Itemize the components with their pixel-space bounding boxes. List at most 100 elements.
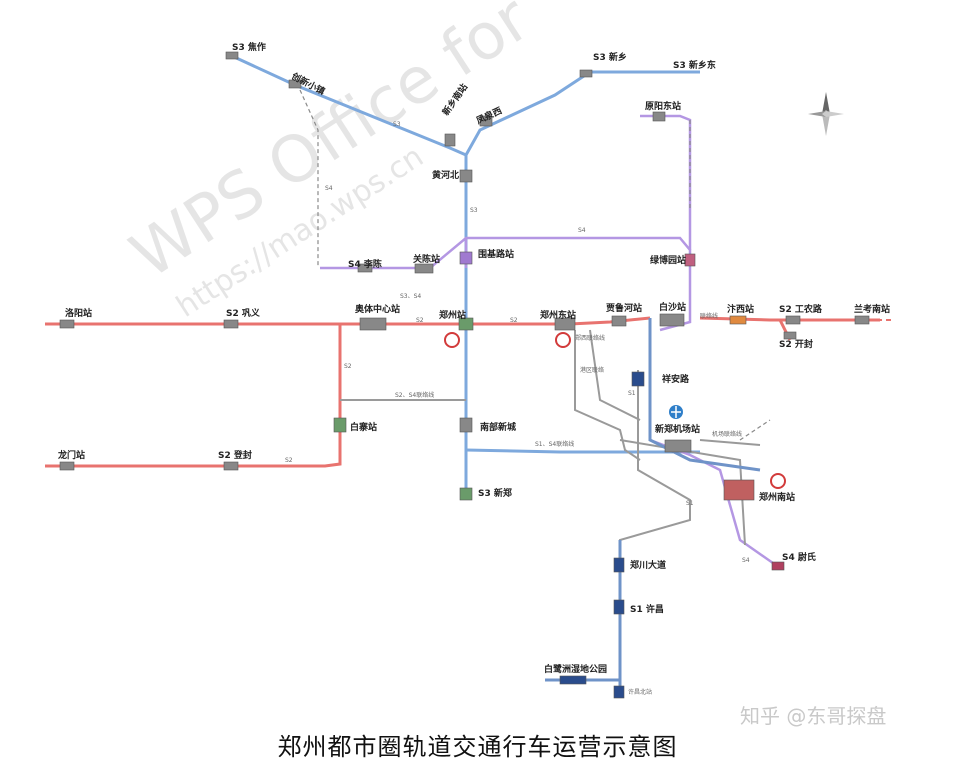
station-marker xyxy=(729,315,747,325)
railway-hub-icons xyxy=(444,332,786,489)
compass-icon xyxy=(808,92,844,136)
note-fanglu: 联络线 xyxy=(700,312,718,320)
station-label-jialuhe: 贾鲁河站 xyxy=(606,302,642,314)
station-marker xyxy=(459,417,473,433)
station-label-gongnong: S2 工农路 xyxy=(779,303,823,315)
station-label-aoti: 奥体中心站 xyxy=(354,303,400,315)
station-label-gongyi: S2 巩义 xyxy=(226,307,261,319)
station-marker xyxy=(459,169,473,183)
station-label-xinxiang: S3 新乡 xyxy=(593,51,627,63)
station-marker xyxy=(459,487,473,501)
note-zhengxi: 郑西联络线 xyxy=(575,334,605,342)
station-marker xyxy=(613,557,625,573)
station-marker xyxy=(783,331,797,340)
station-marker xyxy=(414,263,434,274)
station-label-yuanyangdong: 原阳东站 xyxy=(645,100,681,112)
railway-icon xyxy=(770,473,786,489)
note-s1: S1 xyxy=(628,390,636,397)
line-notes: S3 S4 S3 S4 S3、S4 S2 S2 S2 S2、S4联络线 S1、S… xyxy=(285,121,750,696)
station-marker xyxy=(223,319,239,329)
station-marker xyxy=(59,319,75,329)
station-label-kaifeng: S2 开封 xyxy=(779,338,813,350)
note-gangqu: 港区联络 xyxy=(580,366,604,374)
station-marker xyxy=(684,253,696,267)
station-marker xyxy=(659,313,685,327)
station-label-baihe: 白鹭洲湿地公园 xyxy=(544,663,607,675)
station-label-huanghebei: 黄河北 xyxy=(432,169,459,181)
note-s4: S4 xyxy=(325,185,333,192)
station-label-baisha: 白沙站 xyxy=(659,301,686,313)
station-marker xyxy=(288,79,302,89)
station-label-zhengzhou: 郑州站 xyxy=(439,309,466,321)
station-label-xuchang: S1 许昌 xyxy=(630,603,664,615)
station-label-nanbu: 南部新城 xyxy=(480,421,516,433)
line-s1 xyxy=(545,318,761,690)
station-label-xiangan: 祥安路 xyxy=(662,373,690,385)
note-s2: S2 xyxy=(416,317,424,324)
note-s3: S3 xyxy=(393,121,401,128)
station-label-longmen: 龙门站 xyxy=(57,449,85,461)
station-marker xyxy=(459,251,473,265)
station-label-weiji: 围基路站 xyxy=(478,248,514,260)
station-marker xyxy=(613,599,625,615)
station-marker xyxy=(359,317,387,331)
author-credit: 知乎 @东哥探盘 xyxy=(740,704,887,728)
station-marker xyxy=(611,315,627,327)
station-marker xyxy=(59,461,75,471)
note-s2-vert: S2 xyxy=(344,363,352,370)
note-xuchangbei: 许昌北站 xyxy=(628,688,652,696)
watermark: WPS Office for https://mao.wps.cn xyxy=(118,0,543,325)
station-label-zhengzhoudong: 郑州东站 xyxy=(540,309,576,321)
note-s4-south: S4 xyxy=(742,557,750,564)
station-marker xyxy=(225,51,239,60)
station-label-guanhu: 关陈站 xyxy=(413,253,440,265)
station-marker xyxy=(652,111,666,122)
note-s4-top: S4 xyxy=(578,227,586,234)
station-marker xyxy=(357,263,373,273)
station-marker xyxy=(854,315,870,325)
station-marker xyxy=(554,317,576,331)
note-s2s4: S2、S4联络线 xyxy=(395,391,434,399)
station-label-baizhai: 白寨站 xyxy=(350,421,377,433)
station-marker xyxy=(664,439,692,453)
station-labels: S3 焦作 创新小镇 新乡南站 凤泉西 S3 新乡 S3 新乡东 原阳东站 黄河… xyxy=(57,41,890,675)
station-marker xyxy=(444,133,456,147)
station-marker xyxy=(723,479,755,501)
station-label-luoyang: 洛阳站 xyxy=(65,307,92,319)
station-label-lankao: 兰考南站 xyxy=(854,303,890,315)
station-marker xyxy=(613,685,625,699)
station-label-zhengchuan: 郑川大道 xyxy=(630,559,666,571)
station-marker xyxy=(458,317,474,331)
note-s1s4: S1、S4联络线 xyxy=(535,440,574,448)
station-markers xyxy=(59,51,870,699)
station-marker xyxy=(785,315,801,325)
airport-icon xyxy=(669,405,683,419)
station-label-airport: 新郑机场站 xyxy=(655,423,700,435)
station-label-s4lichen: S4 李陈 xyxy=(348,258,382,270)
station-label-bianxi: 汴西站 xyxy=(727,303,754,315)
station-label-jiaozuo: S3 焦作 xyxy=(232,41,266,53)
note-jichang: 机场联络线 xyxy=(712,430,742,438)
note-s3-vert: S3 xyxy=(470,207,478,214)
station-label-s3xinzheng: S3 新郑 xyxy=(478,487,512,499)
station-marker xyxy=(579,69,593,78)
station-label-xinxiangdong: S3 新乡东 xyxy=(673,59,716,71)
station-marker xyxy=(333,417,347,433)
station-label-zhengzhounan: 郑州南站 xyxy=(759,491,795,503)
note-s2-east: S2 xyxy=(510,317,518,324)
station-marker xyxy=(559,675,587,685)
railway-icon xyxy=(555,332,571,348)
station-marker xyxy=(631,371,645,387)
map-caption: 郑州都市圈轨道交通行车运营示意图 xyxy=(277,733,678,761)
note-s1-south: S1 xyxy=(686,500,694,507)
railway-icon xyxy=(444,332,460,348)
station-marker xyxy=(223,461,239,471)
station-label-dengfeng: S2 登封 xyxy=(218,449,252,461)
station-label-weishi: S4 尉氏 xyxy=(782,551,816,563)
station-marker xyxy=(479,115,493,127)
station-marker xyxy=(771,561,785,571)
note-s2-south: S2 xyxy=(285,457,293,464)
station-label-lvbo: 绿博园站 xyxy=(650,254,686,266)
note-s3s4: S3、S4 xyxy=(400,293,421,300)
